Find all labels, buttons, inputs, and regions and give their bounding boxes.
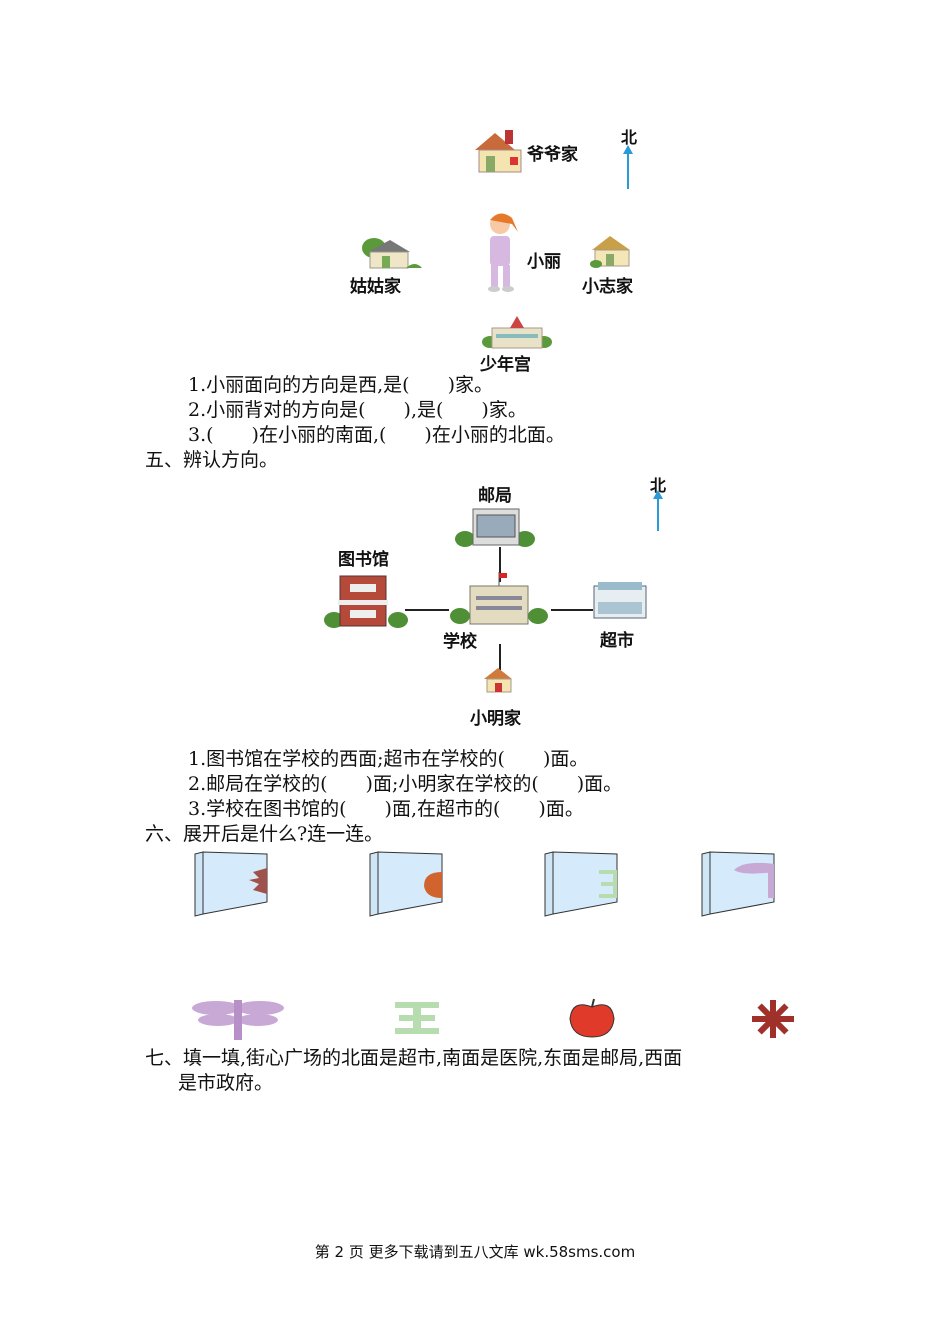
youth-palace-label: 少年宫 — [480, 355, 531, 375]
post-office-icon — [455, 508, 535, 547]
youth-palace-icon — [482, 316, 552, 349]
north-arrow-icon-2 — [653, 490, 663, 531]
apple-shape — [569, 998, 615, 1038]
aunt-house-icon — [362, 238, 422, 269]
xiaozhi-home-label: 小志家 — [582, 277, 633, 297]
section-7-line1: 七、填一填,街心广场的北面是超市,南面是医院,东面是邮局,西面 — [145, 1047, 683, 1069]
dragonfly-shape — [192, 1000, 284, 1040]
north-label: 北 — [621, 128, 638, 147]
folded-paper-apple — [369, 851, 443, 917]
connector-line — [551, 609, 593, 611]
xiaoming-home-label: 小明家 — [470, 709, 521, 729]
library-icon — [324, 575, 408, 628]
supermarket-label: 超市 — [600, 631, 634, 651]
folded-paper-snowflake — [194, 851, 268, 917]
post-office-label: 邮局 — [478, 486, 512, 506]
xiaozhi-house-icon — [590, 236, 630, 268]
school-label: 学校 — [443, 632, 477, 652]
north-arrow-icon — [623, 145, 633, 189]
section-7-line2: 是市政府。 — [178, 1072, 274, 1094]
aunt-home-label: 姑姑家 — [350, 277, 401, 297]
question-5-1: 1.图书馆在学校的西面;超市在学校的( )面。 — [188, 748, 589, 770]
page-footer: 第 2 页 更多下载请到五八文库 wk.58sms.com — [314, 1243, 636, 1261]
supermarket-icon — [593, 582, 647, 619]
grandpa-house-icon — [475, 130, 522, 173]
xiaoli-label: 小丽 — [527, 252, 561, 272]
folded-paper-wang — [544, 851, 618, 917]
school-icon — [450, 572, 548, 625]
question-5-3: 3.学校在图书馆的( )面,在超市的( )面。 — [188, 798, 584, 820]
grandpa-home-label: 爷爷家 — [527, 145, 578, 165]
girl-xiaoli-icon — [488, 213, 518, 292]
connector-line — [499, 644, 501, 670]
library-label: 图书馆 — [338, 550, 389, 570]
wang-shape — [395, 1002, 439, 1034]
question-4-2: 2.小丽背对的方向是( ),是( )家。 — [188, 399, 527, 421]
section-5-heading: 五、辨认方向。 — [145, 449, 279, 471]
connector-line — [405, 609, 449, 611]
question-4-1: 1.小丽面向的方向是西,是( )家。 — [188, 374, 493, 396]
north-label-2: 北 — [650, 476, 667, 495]
question-4-3: 3.( )在小丽的南面,( )在小丽的北面。 — [188, 424, 565, 446]
section-6-heading: 六、展开后是什么?连一连。 — [145, 823, 384, 845]
xiaoming-house-icon — [484, 668, 512, 693]
snowflake-shape — [752, 1000, 794, 1038]
question-5-2: 2.邮局在学校的( )面;小明家在学校的( )面。 — [188, 773, 623, 795]
folded-paper-dragonfly — [701, 851, 775, 917]
